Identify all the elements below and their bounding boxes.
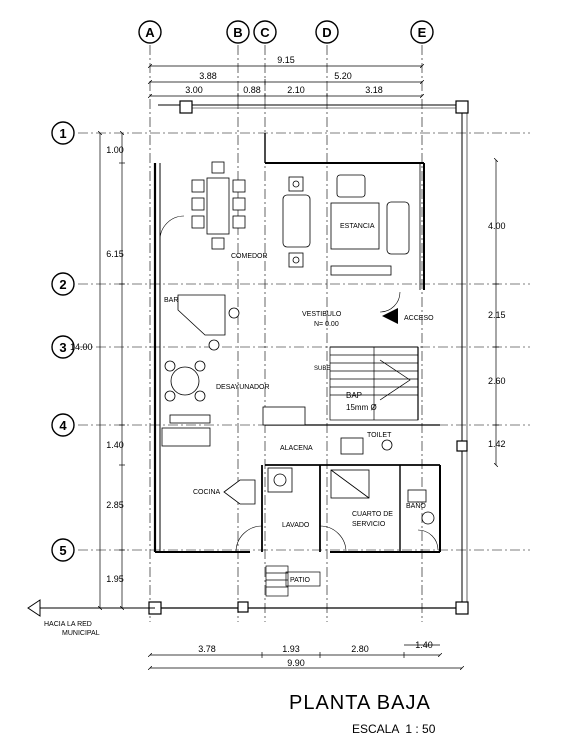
bottom-dimensions (150, 644, 462, 668)
label-cocina: COCINA (193, 489, 221, 496)
column-bubble-e: E (410, 20, 434, 44)
label-bar: BAR (164, 297, 178, 304)
dim-top-c-e: 5.20 (334, 71, 352, 81)
dim-top-b-c: 0.88 (243, 85, 261, 95)
dim-right-3: 2.60 (488, 376, 506, 386)
label-alacena: ALACENA (280, 445, 313, 452)
right-dimensions (493, 160, 499, 465)
column-bubble-d: D (315, 20, 339, 44)
label-sube: SUBE (314, 366, 330, 372)
access-arrow (382, 308, 398, 324)
plan-title: PLANTA BAJA (289, 692, 431, 714)
row-bubble-1: 1 (51, 121, 75, 145)
svg-text:D: D (322, 25, 331, 40)
dim-overall-top: 9.15 (277, 55, 295, 65)
row-bubble-5: 5 (51, 538, 75, 562)
dim-bottom-overall: 9.90 (287, 658, 305, 668)
dim-left-4: 2.85 (106, 500, 124, 510)
scale-label: ESCALA (352, 722, 400, 736)
patio-steps (265, 565, 321, 597)
label-comedor: COMEDOR (231, 253, 268, 260)
svg-text:A: A (145, 25, 155, 40)
label-estancia: ESTANCIA (340, 223, 375, 230)
dim-bottom-3: 2.80 (351, 644, 369, 654)
top-dimensions (150, 66, 422, 99)
staircase (329, 346, 419, 421)
svg-text:3: 3 (59, 340, 66, 355)
left-dimensions (100, 133, 125, 608)
dim-bottom-extra: 1.40 (415, 640, 433, 650)
dim-right-2: 2.15 (488, 310, 506, 320)
municipal-arrow (27, 599, 155, 617)
living-furniture (282, 174, 410, 276)
label-vestibulo: VESTIBULO (302, 311, 342, 318)
svg-text:2: 2 (59, 277, 66, 292)
structural-columns (148, 100, 469, 615)
scale-value: 1 : 50 (405, 722, 436, 736)
row-bubble-4: 4 (51, 413, 75, 437)
column-bubble-a: A (138, 20, 162, 44)
dim-top-c-d: 2.10 (287, 85, 305, 95)
plan-scale: ESCALA 1 : 50 (352, 722, 435, 736)
row-bubbles: 1 2 3 4 5 (51, 121, 75, 562)
dim-top-a-b: 3.00 (185, 85, 203, 95)
label-bap-spec: 15mm Ø (346, 403, 377, 412)
row-bubble-2: 2 (51, 272, 75, 296)
label-cuarto-1: CUARTO DE (352, 511, 393, 518)
doors (159, 215, 439, 553)
svg-text:1: 1 (59, 126, 66, 141)
room-labels: COMEDOR ESTANCIA BAR VESTIBULO N= 0.00 A… (44, 223, 434, 637)
label-bano: BAÑO (406, 501, 426, 510)
label-desayunador: DESAYUNADOR (216, 384, 270, 391)
label-red-1: HACIA LA RED (44, 621, 92, 628)
dim-left-3: 1.40 (106, 440, 124, 450)
dim-left-2: 6.15 (106, 249, 124, 259)
label-acceso: ACCESO (404, 315, 434, 322)
dim-top-d-e: 3.18 (365, 85, 383, 95)
label-red-2: MUNICIPAL (62, 630, 100, 637)
label-lavado: LAVADO (282, 522, 310, 529)
label-bap: BAP (346, 391, 362, 400)
dim-left-5: 1.95 (106, 574, 124, 584)
dim-bottom-2: 1.93 (282, 644, 300, 654)
svg-text:B: B (233, 25, 242, 40)
grid-axes (78, 45, 530, 622)
svg-text:5: 5 (59, 543, 66, 558)
svg-text:E: E (418, 25, 427, 40)
dim-left-1: 1.00 (106, 145, 124, 155)
breakfast-furniture (161, 294, 306, 447)
dim-top-a-c: 3.88 (199, 71, 217, 81)
dining-table (191, 161, 246, 250)
dim-left-overall: 14.00 (70, 342, 93, 352)
column-bubble-b: B (226, 20, 250, 44)
svg-text:C: C (260, 25, 270, 40)
column-bubbles: A B C D E (138, 20, 434, 44)
dim-right-1: 4.00 (488, 221, 506, 231)
svg-text:4: 4 (59, 418, 67, 433)
column-bubble-c: C (253, 20, 277, 44)
service-fixtures (223, 437, 435, 525)
label-toilet: TOILET (367, 432, 392, 439)
dim-right-4: 1.42 (488, 439, 506, 449)
label-cuarto-2: SERVICIO (352, 521, 386, 528)
label-nivel: N= 0.00 (314, 321, 339, 328)
row-bubble-3: 3 (51, 335, 75, 359)
label-patio: PATIO (290, 577, 311, 584)
dim-bottom-1: 3.78 (198, 644, 216, 654)
